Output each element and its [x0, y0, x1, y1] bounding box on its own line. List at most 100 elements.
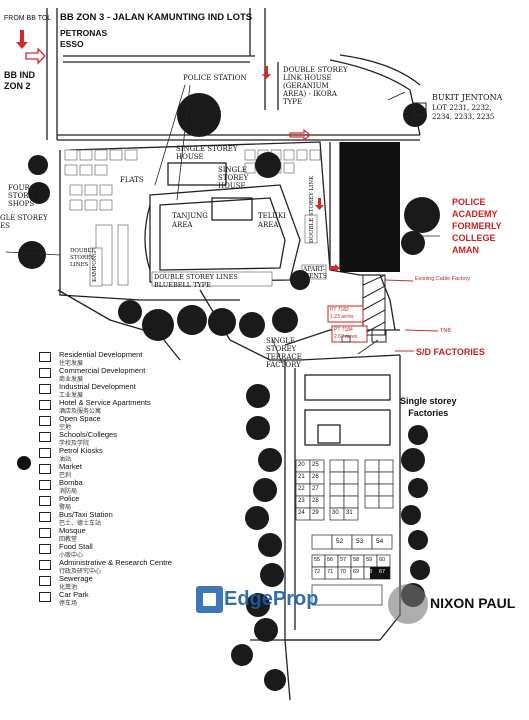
double-storey-link-vertical-label: DOUBLE STOREY LINK: [309, 175, 315, 243]
legend-label-en: Hotel & Service Apartments: [59, 398, 151, 407]
legend-swatch: [39, 496, 51, 506]
police-academy-label: POLICE ACADEMY FORMERLY COLLEGE AMAN: [452, 197, 502, 255]
legend-swatch: [39, 384, 51, 394]
legend-swatch: [39, 432, 51, 442]
lot-label: 52: [336, 538, 344, 545]
bukit-lots-label: LOT 2231, 2232, 2234, 2233, 2235: [432, 104, 495, 121]
lot-label: 28: [312, 498, 319, 504]
agent-avatar: [388, 584, 428, 624]
dark-development-block: [340, 142, 400, 272]
lot-label: 70: [340, 569, 347, 575]
legend-item: Sewerage 化粪池: [39, 574, 209, 591]
zone3-title: BB ZON 3 - JALAN KAMUNTING IND LOTS: [60, 12, 253, 23]
lot-label: 22: [298, 486, 305, 492]
legend-swatch: [39, 400, 51, 410]
legend-item: Mosque 回教堂: [39, 526, 209, 543]
legend-label-en: Police: [59, 494, 80, 503]
legend-item: Market 巴刹: [39, 462, 209, 479]
teluki-area-label: TELUKI AREA: [258, 212, 286, 229]
lot-label: 29: [312, 510, 319, 516]
single-storey-factories-label: Single storey Factories: [400, 396, 457, 418]
lot-label: 53: [356, 538, 364, 545]
legend-swatch: [39, 544, 51, 554]
lot-label: 26: [312, 474, 319, 480]
legend-item: Commercial Development 商业发展: [39, 366, 209, 383]
kampung-label: KAMPONG: [92, 251, 98, 282]
lot-label: 60: [379, 557, 386, 563]
lot-label: 67: [379, 569, 386, 575]
legend-label-zh: 工业发展: [59, 393, 84, 399]
legend-item: Open Space 空地: [39, 414, 209, 431]
lot-label: 20: [298, 462, 305, 468]
trees: [18, 93, 440, 691]
apartments-label: APART- MENTS: [303, 266, 327, 280]
single-storey-terrace-label: SINGLE STOREY TERRACE FACTORY: [266, 337, 302, 369]
single-storey-house-mid-label: SINGLE STOREY HOUSE: [218, 166, 249, 190]
four-storey-shops-label: FOUR STOREY SHOPS: [8, 184, 39, 208]
legend-label-en: Commercial Development: [59, 366, 146, 375]
legend-item: Hotel & Service Apartments 酒店及服务公寓: [39, 398, 209, 415]
lot-label: 57: [340, 557, 347, 563]
legend-swatch: [39, 416, 51, 426]
lot-label: 24: [298, 510, 305, 516]
sd-factories-label: S/D FACTORIES: [416, 347, 485, 357]
lot-label: 72: [314, 569, 321, 575]
legend-label-en: Sewerage: [59, 574, 93, 583]
legend-item: Bomba 消防局: [39, 478, 209, 495]
legend-label-en: Food Stall: [59, 542, 93, 551]
legend-label-en: Administrative & Research Centre: [59, 558, 172, 567]
legend-label-zh: 回教堂: [59, 537, 78, 543]
pt7184-label: PT 7184 2.62 acres: [334, 327, 358, 340]
esso-label: ESSO: [60, 39, 84, 49]
legend-label-en: Industrial Development: [59, 382, 136, 391]
legend-label-zh: 化粪池: [59, 585, 78, 591]
legend-label-zh: 巴刹: [59, 473, 72, 479]
lot-label: 25: [312, 462, 319, 468]
legend-swatch: [39, 448, 51, 458]
legend-label-en: Schools/Colleges: [59, 430, 117, 439]
edgeprop-watermark: EdgeProp: [224, 588, 319, 610]
bb-ind-label: BB IND: [4, 70, 35, 80]
lot-label: 56: [327, 557, 334, 563]
lot-label: 58: [353, 557, 360, 563]
red-arrows: [16, 30, 340, 272]
legend-swatch: [39, 512, 51, 522]
legend-swatch: [39, 528, 51, 538]
double-storey-link-label: DOUBLE STOREY LINK HOUSE (GERANIUM AREA)…: [283, 66, 348, 106]
legend-label-en: Petrol Kiosks: [59, 446, 103, 455]
lot-label: 23: [298, 498, 305, 504]
single-storey-house-top-label: SINGLE STOREY HOUSE: [176, 145, 238, 161]
legend-swatch: [39, 368, 51, 378]
legend-label-zh: 油站: [59, 457, 72, 463]
legend-label-en: Mosque: [59, 526, 86, 535]
lot-label: 55: [314, 557, 321, 563]
pt7182-label: PT 7182 1.23 acres: [330, 307, 354, 320]
legend-item: Residential Development 住宅发展: [39, 350, 209, 367]
legend-label-en: Open Space: [59, 414, 101, 423]
legend-item: Food Stall 小贩中心: [39, 542, 209, 559]
legend-swatch: [39, 576, 51, 586]
lot-label: 31: [346, 510, 353, 516]
legend-label-zh: 停车场: [59, 601, 78, 607]
legend-label-en: Bus/Taxi Station: [59, 510, 113, 519]
legend-label-en: Bomba: [59, 478, 83, 487]
legend-label-zh: 商业发展: [59, 377, 84, 383]
zon2-label: ZON 2: [4, 81, 31, 91]
single-storey-left-label: GLE STOREY ES: [0, 214, 48, 230]
legend-label-zh: 住宅发展: [59, 361, 84, 367]
legend-label-en: Car Park: [59, 590, 89, 599]
legend-item: Car Park 停车场: [39, 590, 209, 607]
legend-label-zh: 小贩中心: [59, 553, 84, 559]
lot-label: 30: [332, 510, 339, 516]
petronas-label: PETRONAS: [60, 28, 108, 38]
legend-label-en: Residential Development: [59, 350, 143, 359]
edgeprop-logo-mark: [196, 586, 223, 613]
flats-label: FLATS: [120, 176, 144, 184]
legend-swatch: [39, 592, 51, 602]
lot-label: 69: [353, 569, 360, 575]
legend-label-zh: 行政及研究中心: [59, 569, 102, 575]
legend-label-en: Market: [59, 462, 82, 471]
legend-label-zh: 巴士、德士车站: [59, 521, 102, 527]
legend-label-zh: 警局: [59, 505, 72, 511]
